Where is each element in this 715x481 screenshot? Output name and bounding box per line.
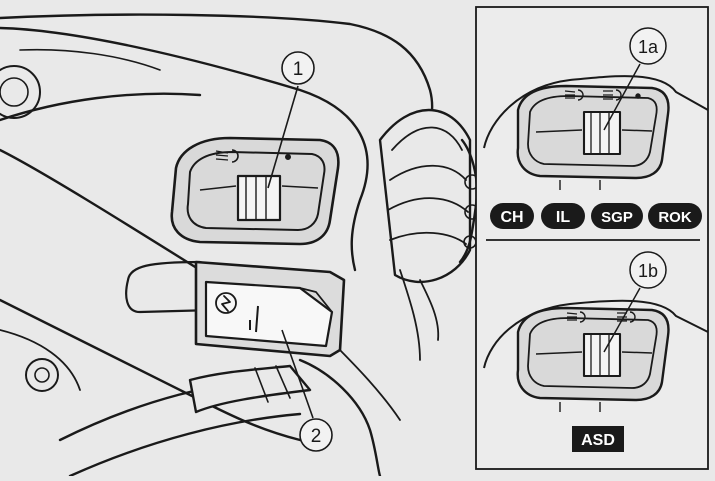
dimmer-switch [170,136,340,246]
engine-start-icon [215,292,237,314]
callout-1b: 1b [603,251,667,353]
callout-1a: 1a [603,27,667,131]
variant-1a-switch [483,75,709,190]
low-beam-headlight-icon [215,149,239,163]
country-badge-label: SGP [601,209,633,226]
market-badge: ASD [572,426,624,452]
handlebar-housing [0,13,480,478]
country-badge: CH [490,203,534,229]
country-badge: IL [541,203,585,229]
callout-2: 2 [281,329,333,452]
low-beam-headlight-icon [566,311,586,323]
callout-1-label: 1 [293,59,304,80]
callout-1a-label: 1a [638,37,659,57]
start-switch [125,260,346,358]
country-badges: CH IL SGP ROK [490,203,702,229]
country-badge-label: CH [500,209,523,226]
callout-2-label: 2 [311,426,322,447]
high-beam-headlight-icon [603,89,622,101]
variant-1b-switch [483,299,709,412]
callout-1: 1 [267,51,315,189]
market-badge-label: ASD [581,432,615,449]
variant-inset-panel: 1a CH IL SGP ROK [475,6,709,470]
callout-1b-label: 1b [638,261,658,281]
country-badge-label: ROK [658,209,692,226]
country-badge-label: IL [556,209,570,226]
low-beam-headlight-icon [564,89,584,101]
country-badge: ROK [648,203,702,229]
country-badge: SGP [591,203,643,229]
